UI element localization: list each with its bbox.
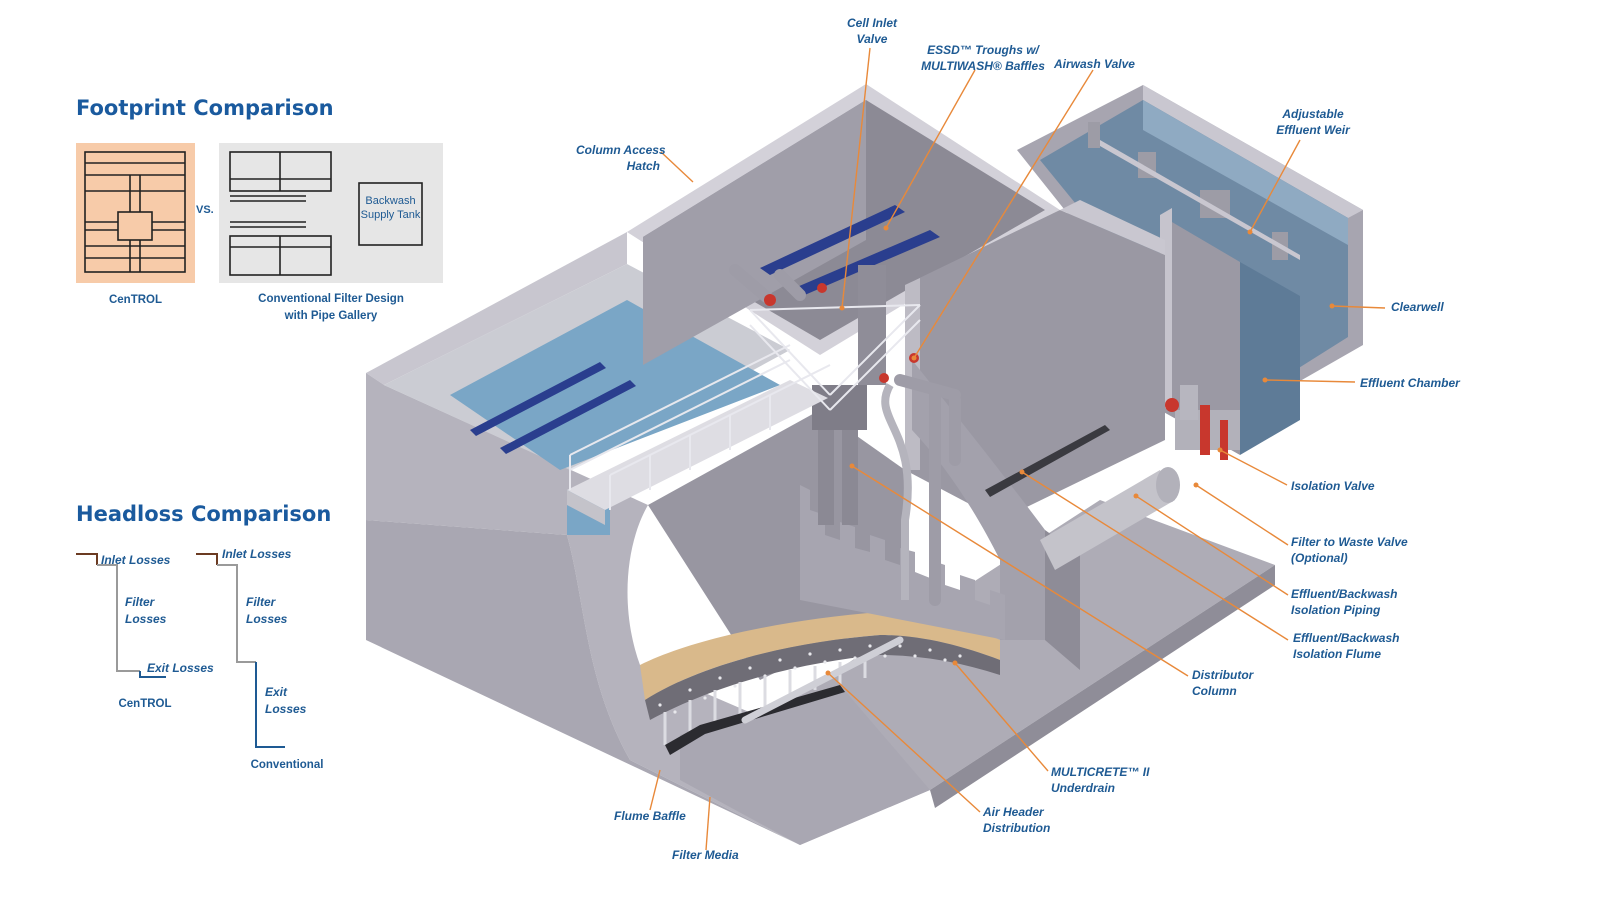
callout-leader-dots: [825, 225, 1335, 676]
filter-cutaway-illustration: [366, 84, 1363, 845]
conventional-inlet-losses: Inlet Losses: [222, 547, 292, 561]
conventional-headloss-caption: Conventional: [250, 759, 324, 771]
callout-filter-media: Filter Media: [672, 848, 739, 862]
headloss-title: Headloss Comparison: [76, 502, 332, 526]
callout-distributor-column: Distributor Column: [1192, 668, 1254, 699]
callout-essd-troughs: ESSD™ Troughs w/ MULTIWASH® Baffles: [921, 43, 1045, 74]
callout-cell-inlet-valve: Cell Inlet Valve: [846, 16, 897, 47]
callout-isolation-valve: Isolation Valve: [1291, 479, 1375, 493]
conventional-footprint-caption: Conventional Filter Design with Pipe Gal…: [258, 293, 404, 323]
centrol-footprint-caption: CenTROL: [108, 294, 163, 306]
centrol-headloss-caption: CenTROL: [118, 698, 172, 710]
footprint-title: Footprint Comparison: [76, 96, 334, 120]
callout-column-access-hatch: Column Access Hatch: [576, 143, 666, 174]
callout-filter-to-waste-valve: Filter to Waste Valve (Optional): [1291, 535, 1408, 566]
callout-clearwell: Clearwell: [1391, 300, 1444, 314]
conventional-filter-losses: Filter Losses: [246, 595, 288, 627]
centrol-exit-losses: Exit Losses: [147, 661, 214, 675]
headloss-centrol-line: [76, 553, 166, 678]
headloss-conventional-line: [196, 553, 285, 748]
centrol-footprint-diagram: [76, 143, 195, 283]
conventional-footprint-diagram: [219, 143, 443, 283]
callout-leader-lines: [649, 47, 1386, 851]
callout-multicrete-underdrain: MULTICRETE™ II Underdrain: [1051, 765, 1150, 796]
centrol-filter-losses: Filter Losses: [125, 595, 167, 627]
conventional-exit-losses: Exit Losses: [265, 685, 307, 717]
centrol-inlet-losses: Inlet Losses: [101, 553, 171, 567]
callout-flume-baffle: Flume Baffle: [614, 809, 686, 823]
callout-effluent-backwash-piping: Effluent/Backwash Isolation Piping: [1291, 587, 1398, 618]
callout-effluent-chamber: Effluent Chamber: [1360, 376, 1460, 390]
callout-adjustable-effluent-weir: Adjustable Effluent Weir: [1276, 107, 1350, 138]
vs-label: VS.: [196, 204, 214, 216]
callout-airwash-valve: Airwash Valve: [1054, 57, 1135, 71]
callout-air-header-distribution: Air Header Distribution: [983, 805, 1051, 836]
callout-effluent-backwash-flume: Effluent/Backwash Isolation Flume: [1293, 631, 1400, 662]
backwash-supply-tank-label: Backwash Supply Tank: [360, 195, 421, 221]
